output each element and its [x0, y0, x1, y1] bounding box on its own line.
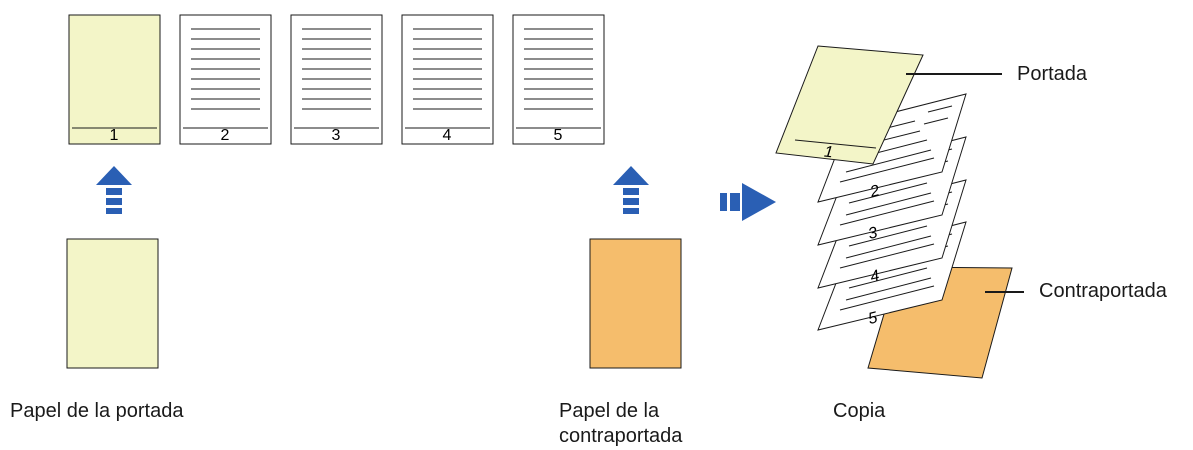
original-page-3: 3: [290, 14, 383, 145]
copy-front-cover-page: 1: [775, 45, 924, 165]
copy-page-number: 5: [867, 309, 880, 328]
original-page-number: 4: [443, 127, 452, 144]
original-page-number: 2: [221, 127, 230, 144]
original-page-number: 1: [110, 127, 119, 144]
front-cover-paper-label: Papel de la portada: [10, 400, 184, 422]
front-cover-label: Portada: [1017, 63, 1088, 85]
copy-page-number: 3: [867, 224, 880, 243]
back-cover-label: Contraportada: [1039, 280, 1167, 302]
copy-page-number: 1: [823, 144, 834, 162]
copy-page-number: 4: [869, 267, 882, 286]
copy-page-2: 2: [817, 93, 967, 203]
arrow-up-icon: [613, 166, 649, 214]
copy-page-number: 2: [868, 182, 882, 201]
arrow-right-icon: [720, 183, 776, 221]
front-cover-paper-sheet: [66, 238, 159, 369]
copy-label: Copia: [833, 400, 886, 422]
original-page-4: 4: [401, 14, 494, 145]
original-page-5: 5: [512, 14, 605, 145]
back-cover-paper-sheet: [589, 238, 682, 369]
original-page-1: 1: [68, 14, 161, 145]
original-page-number: 5: [554, 127, 563, 144]
original-page-number: 3: [332, 127, 341, 144]
original-page-2: 2: [179, 14, 272, 145]
back-cover-paper-label-line1: Papel de la: [559, 400, 660, 422]
arrow-up-icon: [96, 166, 132, 214]
back-cover-paper-label-line2: contraportada: [559, 425, 683, 447]
